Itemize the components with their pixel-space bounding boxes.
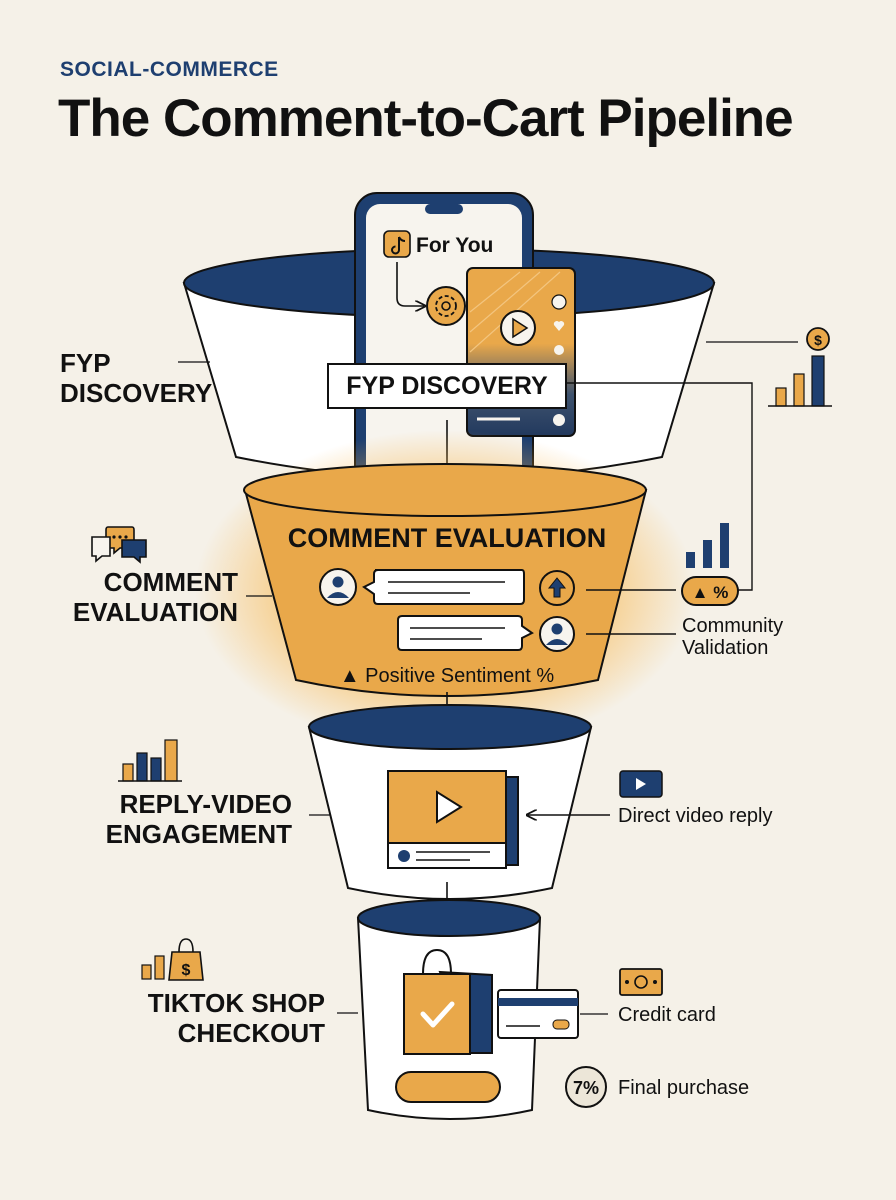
comment-bubble [362, 569, 525, 605]
stage-label-line: FYP [60, 348, 111, 378]
growth-bar-chart-icon [686, 523, 729, 568]
svg-text:▲ %: ▲ % [692, 583, 729, 602]
svg-text:$: $ [182, 962, 191, 979]
side-text-line: Community [682, 615, 784, 637]
stage-label-fyp: FYP DISCOVERY [40, 348, 213, 408]
direct-video-reply-text: Direct video reply [618, 805, 773, 827]
fyp-center-label: FYP DISCOVERY [346, 372, 548, 400]
sales-bag-chart-icon: $ [141, 938, 204, 981]
section-kicker: SOCIAL-COMMERCE [60, 58, 279, 81]
connector-line [566, 382, 753, 591]
stage-label-line: TIKTOK SHOP [147, 988, 325, 1018]
stage-label-comment: COMMENT EVALUATION [40, 567, 238, 627]
sentiment-badge: ▲ % [681, 576, 739, 606]
conversion-badge [565, 1066, 607, 1108]
commenter-avatar-icon [319, 568, 357, 606]
checkout-button-shape [395, 1071, 501, 1103]
tiktok-logo-icon [383, 230, 411, 258]
shopping-bag-icon [403, 948, 493, 1055]
cash-bill-icon [619, 968, 663, 996]
reply-video-player [387, 770, 519, 869]
flow-arrow [396, 262, 424, 306]
algorithm-gear-icon [426, 286, 466, 326]
svg-text:$: $ [814, 332, 822, 348]
final-percent: 7% [573, 1078, 599, 1098]
credit-card-text: Credit card [618, 1004, 716, 1026]
fyp-center-box [327, 363, 567, 409]
final-purchase-text: Final purchase [618, 1077, 750, 1099]
page-title: The Comment-to-Cart Pipeline [58, 89, 794, 148]
community-validation-text: Community Validation [682, 615, 783, 659]
video-reply-icon [619, 770, 663, 798]
sentiment-label: ▲ Positive Sentiment % [340, 665, 555, 687]
dollar-coin-icon: $ [806, 327, 830, 351]
stage-label-line: COMMENT [103, 567, 238, 597]
stage-label-line: REPLY-VIDEO [119, 789, 292, 819]
comment-center-label: COMMENT EVALUATION [288, 523, 606, 553]
for-you-label: For You [416, 234, 493, 257]
stage-label-line: CHECKOUT [177, 1018, 325, 1048]
upvote-arrow-icon [539, 570, 575, 606]
side-text-line: Validation [682, 637, 769, 659]
stage-label-line: ENGAGEMENT [105, 819, 292, 849]
reply-bubble [397, 615, 534, 651]
chat-bubbles-icon [91, 526, 147, 564]
stage-label-line: DISCOVERY [60, 378, 213, 408]
credit-card-icon [497, 989, 579, 1039]
video-feed-card [466, 267, 576, 437]
rising-bar-chart-icon [768, 355, 832, 407]
stage-label-reply: REPLY-VIDEO ENGAGEMENT [40, 789, 292, 849]
bar-chart-icon [118, 739, 182, 782]
stage-label-line: EVALUATION [72, 597, 238, 627]
stage-label-checkout: TIKTOK SHOP CHECKOUT [40, 988, 325, 1048]
creator-avatar-icon [539, 616, 575, 652]
